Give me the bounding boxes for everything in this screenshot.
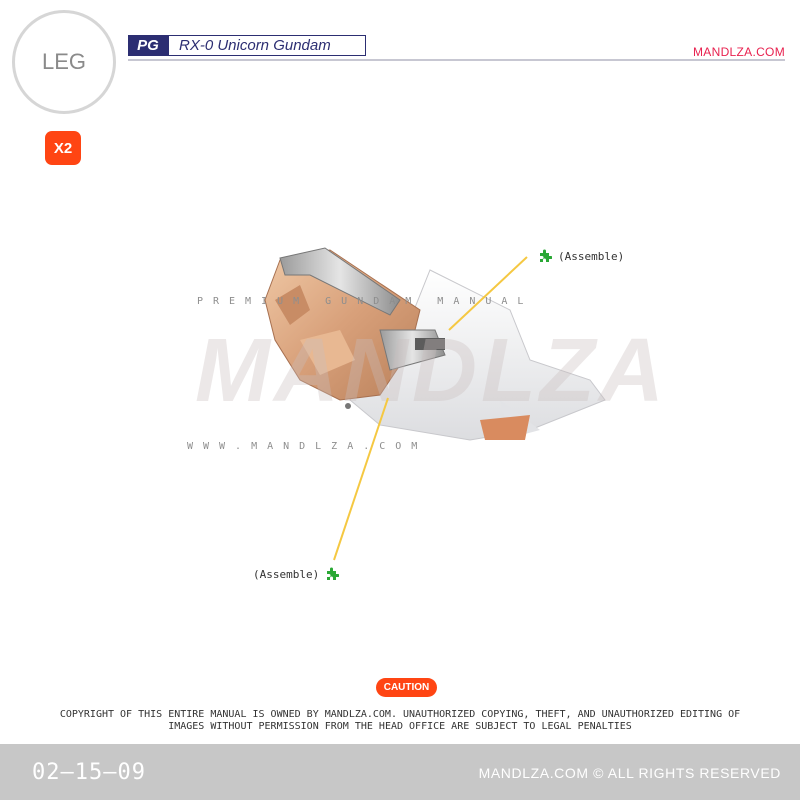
leg-part-image: [264, 247, 606, 441]
copyright-line-2: IMAGES WITHOUT PERMISSION FROM THE HEAD …: [168, 721, 632, 732]
watermark-bottom: WWW.MANDLZA.COM: [187, 441, 428, 452]
callout-assemble-bottom: (Assemble): [253, 567, 340, 581]
watermark-top: PREMIUM GUNDAM MANUAL: [197, 296, 534, 307]
puzzle-icon: [540, 249, 552, 262]
site-link[interactable]: MANDLZA.COM: [693, 45, 785, 59]
model-title: RX-0 Unicorn Gundam: [168, 35, 366, 56]
footer-bar: 02–15–09 MANDLZA.COM © ALL RIGHTS RESERV…: [0, 744, 800, 800]
copyright-line-1: COPYRIGHT OF THIS ENTIRE MANUAL IS OWNED…: [59, 709, 741, 720]
rights-reserved: MANDLZA.COM © ALL RIGHTS RESERVED: [478, 765, 781, 781]
caution-badge: CAUTION: [376, 678, 437, 697]
puzzle-icon: [327, 567, 340, 580]
callout-label: (Assemble): [558, 249, 625, 263]
grade-badge: PG: [128, 35, 168, 56]
copyright-notice: COPYRIGHT OF THIS ENTIRE MANUAL IS OWNED…: [20, 709, 780, 733]
quantity-badge: X2: [45, 131, 81, 165]
watermark-logo: MANDLZA: [195, 321, 668, 421]
part-label: LEG: [41, 49, 87, 74]
part-label-circle: LEG: [12, 10, 116, 114]
page-number: 02–15–09: [32, 760, 146, 785]
header-divider: [128, 59, 785, 61]
callout-label: (Assemble): [253, 567, 320, 581]
callout-assemble-top: (Assemble): [538, 249, 624, 263]
